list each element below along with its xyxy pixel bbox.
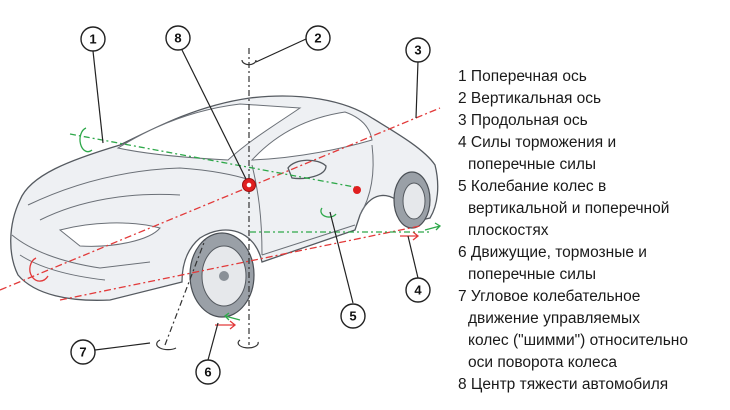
legend-item-5-line-1: 5 Колебание колес в [458,178,607,195]
legend-item-1-line-1: 1 Поперечная ось [458,68,587,85]
leader-1 [92,50,104,144]
legend-list: 1 Поперечная ось 2 Вертикальная ось 3 Пр… [458,66,730,396]
legend-item-7-line-3: колес ("шимми") относительно [468,332,688,349]
leader-6 [207,322,219,361]
headlight [58,222,161,247]
leader-8 [181,49,247,180]
side-mirror [287,159,327,180]
side-window [250,111,373,161]
legend-item-7-line-1: 7 Угловое колебательное [458,288,641,305]
rotation-arrow-icon [156,339,177,351]
grille [19,254,106,281]
car-axes-diagram: 1 2 3 4 5 6 7 8 [0,25,442,385]
side-sill [261,224,356,256]
legend-item-8-line-1: 8 Центр тяжести автомобиля [458,376,669,393]
legend-item-5: 5 Колебание колес в вертикальной и попер… [458,176,730,242]
hood-crease [39,193,181,221]
callout-3-number: 3 [414,43,421,58]
callout-4-number: 4 [414,283,422,298]
legend-item-6-line-1: 6 Движущие, тормозные и [458,244,647,261]
leader-4 [407,235,419,279]
legend-item-2-line-1: 2 Вертикальная ось [458,90,602,107]
force-arrow-icon [424,222,442,231]
callout-5-number: 5 [349,309,356,324]
callout-8: 8 [165,25,191,51]
rear-longitudinal-line [59,225,421,301]
hood-line [27,167,251,206]
legend-item-7: 7 Угловое колебательное движение управля… [458,286,730,374]
car-illustration [10,95,439,318]
force-arrow-icon [400,231,420,241]
rear-wheel-rim [402,182,426,220]
legend-item-8: 8 Центр тяжести автомобиля [458,374,730,396]
callout-7: 7 [70,339,96,365]
force-arrow-icon [215,320,237,330]
legend-item-6-line-2: поперечные силы [468,266,597,283]
leader-3 [415,60,419,119]
callout-5: 5 [340,303,366,329]
door-line [251,164,263,256]
legend-item-7-line-2: движение управляемых [468,310,640,327]
legend-item-5-line-3: плоскостях [468,222,549,239]
leader-lines [92,38,419,361]
callout-6-number: 6 [204,365,211,380]
callout-1-number: 1 [89,32,96,47]
center-of-gravity-core [246,182,252,188]
legend-item-4: 4 Силы торможения и поперечные силы [458,132,730,176]
callout-2: 2 [305,25,331,51]
rotation-arrow-icon [79,127,93,153]
axes [0,48,441,346]
callout-8-number: 8 [174,31,181,46]
leader-5 [329,211,354,304]
door-rear-line [359,144,374,216]
rotation-arrow-icon [241,59,257,66]
legend-item-3: 3 Продольная ось [458,110,730,132]
rotation-arrow-icon [237,339,259,349]
legend-item-4-line-2: поперечные силы [468,156,597,173]
force-arrow-icon [224,312,241,321]
rotation-arrow-icon [320,207,337,218]
rotation-arrow-icon [29,257,49,282]
legend-item-7-line-4: оси поворота колеса [468,354,618,371]
callout-6: 6 [195,359,221,385]
legend-item-5-line-2: вертикальной и поперечной [468,200,670,217]
windshield [116,103,302,161]
leader-7 [94,342,151,351]
callout-1: 1 [80,26,106,52]
longitudinal-axis-line [0,107,441,291]
callout-2-number: 2 [314,31,321,46]
force-arrows [29,59,442,351]
callout-4: 4 [405,277,431,303]
front-wheel-hub [219,271,229,281]
leader-2 [255,38,307,63]
legend-item-6: 6 Движущие, тормозные и поперечные силы [458,242,730,286]
rear-axis-marker [353,186,361,194]
legend-item-3-line-1: 3 Продольная ось [458,112,588,129]
legend-item-2: 2 Вертикальная ось [458,88,730,110]
legend-item-4-line-1: 4 Силы торможения и [458,134,617,151]
legend-item-1: 1 Поперечная ось [458,66,730,88]
front-bumper [11,234,151,269]
callout-7-number: 7 [79,345,86,360]
callout-3: 3 [405,37,431,63]
kingpin-axis-line [164,239,206,346]
